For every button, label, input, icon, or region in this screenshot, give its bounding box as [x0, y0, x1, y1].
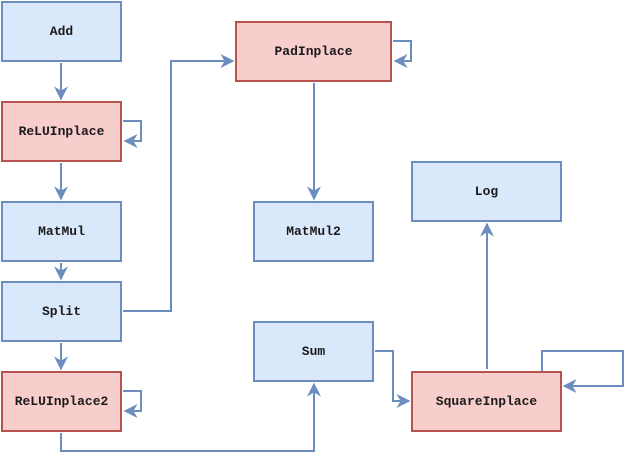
edge-squareinplace-self [541, 350, 624, 393]
node-squareinplace: SquareInplace [411, 371, 562, 432]
node-sum: Sum [253, 321, 374, 382]
node-matmul: MatMul [1, 201, 122, 262]
node-log: Log [411, 161, 562, 222]
edge-reluinplace-self [123, 120, 142, 148]
edge-sum-to-squareinplace [375, 350, 411, 408]
node-matmul2: MatMul2 [253, 201, 374, 262]
node-reluinplace2: ReLUInplace2 [1, 371, 122, 432]
node-reluinplace: ReLUInplace [1, 101, 122, 162]
edge-reluinplace2-self [123, 390, 142, 418]
edge-padinplace-self [393, 40, 412, 68]
node-padinplace: PadInplace [235, 21, 392, 82]
edge-reluinplace2-to-sum [60, 382, 321, 452]
node-add: Add [1, 1, 122, 62]
edge-split-to-padinplace [123, 54, 235, 312]
node-split: Split [1, 281, 122, 342]
